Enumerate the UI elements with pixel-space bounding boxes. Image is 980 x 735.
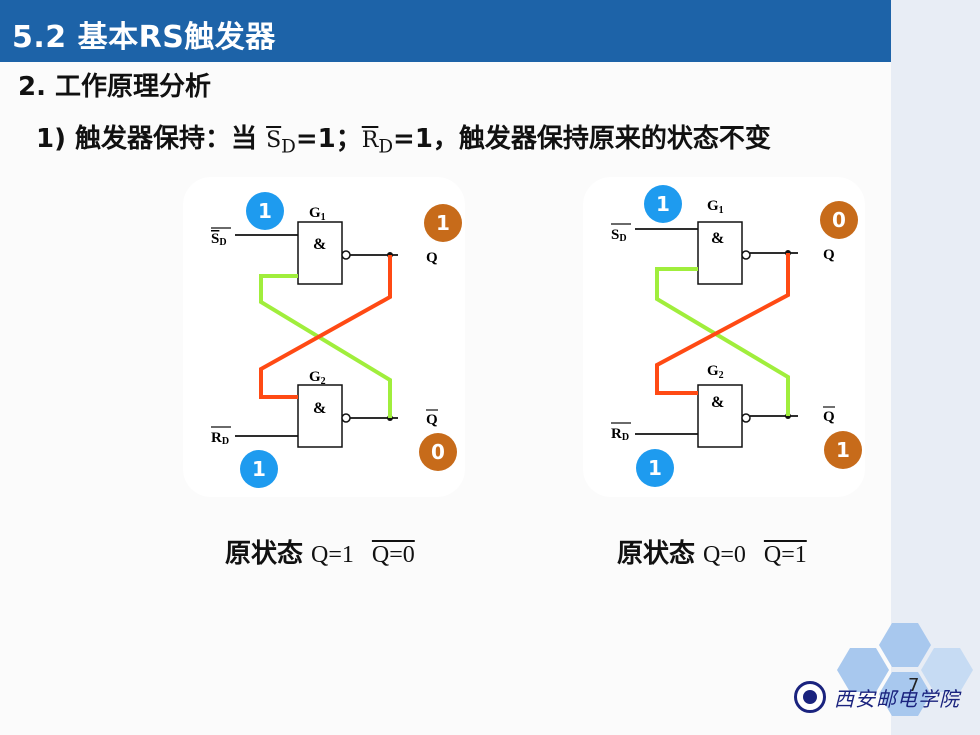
rs-flipflop-diagram-2: & & G1 G2 SD RD Q Q 1 0 1 1 xyxy=(611,185,862,487)
hexagon-shape xyxy=(879,623,931,667)
subheading-prefix: 1) 触发器保持：当 xyxy=(36,124,258,154)
svg-text:0: 0 xyxy=(832,208,846,232)
g1-and-symbol: & xyxy=(313,236,326,253)
qbar-value-badge xyxy=(824,431,862,469)
s-value: =1； xyxy=(295,124,362,154)
feedback-wire-q-to-g2 xyxy=(655,253,790,395)
hexagon-decoration xyxy=(837,623,973,716)
caption-1-q: Q=1 xyxy=(311,542,354,568)
feedback-wire-q-to-g2 xyxy=(259,255,392,399)
svg-text:1: 1 xyxy=(252,457,266,481)
svg-text:1: 1 xyxy=(258,199,272,223)
svg-text:1: 1 xyxy=(648,456,662,480)
s-label: SD xyxy=(266,128,296,158)
q-value-badge xyxy=(820,201,858,239)
title-bar: 5.2 基本RS触发器 xyxy=(0,0,891,62)
g2-label: G2 xyxy=(309,369,326,387)
g2-inverter-bubble xyxy=(341,413,351,423)
gate-g2 xyxy=(297,384,343,448)
g2-and-symbol: & xyxy=(313,400,326,417)
caption-2-q: Q=0 xyxy=(703,542,746,568)
r-value: =1，触发器保持原来的状态不变 xyxy=(393,124,771,154)
header-side-strip xyxy=(891,0,980,62)
s-value-badge xyxy=(644,185,682,223)
svg-text:1: 1 xyxy=(436,211,450,235)
gate-g1 xyxy=(297,221,343,285)
diagram-panel-2: & & G1 G2 SD RD Q Q 1 0 1 1 xyxy=(583,177,865,497)
s-value-badge xyxy=(246,192,284,230)
hexagon-shape xyxy=(921,648,973,692)
rs-flipflop-diagram-1: & & G1 G2 SD RD Q Q 1 1 0 1 xyxy=(211,192,462,488)
g2-and-symbol: & xyxy=(711,394,724,411)
caption-2-qbar: Q=1 xyxy=(763,542,807,568)
qbar-signal-label: Q xyxy=(426,412,438,428)
hexagon-shape xyxy=(879,672,931,716)
slide-title: 5.2 基本RS触发器 xyxy=(12,20,276,55)
svg-text:1: 1 xyxy=(656,192,670,216)
page-number: 7 xyxy=(908,675,920,696)
s-signal-label: SD xyxy=(611,227,627,244)
caption-1-qbar: Q=0 xyxy=(371,542,415,568)
svg-text:0: 0 xyxy=(431,440,445,464)
q-signal-label: Q xyxy=(426,250,438,266)
q-value-badge xyxy=(424,204,462,242)
q-signal-label: Q xyxy=(823,247,835,263)
g1-and-symbol: & xyxy=(711,230,724,247)
hexagon-shape xyxy=(837,648,889,692)
subheading: 1) 触发器保持：当 SD=1；RD=1，触发器保持原来的状态不变 xyxy=(36,118,771,157)
diagram-panel-1: & & G1 G2 SD RD Q Q 1 1 0 1 xyxy=(183,177,465,497)
qbar-signal-label: Q xyxy=(823,409,835,425)
g2-inverter-bubble xyxy=(741,413,751,423)
caption-1-label: 原状态 xyxy=(225,539,304,569)
feedback-wire-qbar-to-g1 xyxy=(259,274,392,418)
g2-label: G2 xyxy=(707,363,724,381)
r-signal-label: RD xyxy=(211,430,229,447)
gate-g1 xyxy=(697,221,743,285)
r-label: RD xyxy=(361,128,394,158)
section-heading: 2. 工作原理分析 xyxy=(18,72,212,102)
caption-2: 原状态 Q=0 Q=1 xyxy=(617,533,807,570)
caption-1: 原状态 Q=1 Q=0 xyxy=(225,533,415,570)
g1-label: G1 xyxy=(309,205,326,223)
university-emblem-icon xyxy=(794,681,826,713)
r-signal-label: RD xyxy=(611,426,629,443)
feedback-wire-qbar-to-g1 xyxy=(655,267,790,416)
qbar-value-badge xyxy=(419,433,457,471)
g1-inverter-bubble xyxy=(741,250,751,260)
gate-g2 xyxy=(697,384,743,448)
r-value-badge xyxy=(636,449,674,487)
g1-inverter-bubble xyxy=(341,250,351,260)
right-side-panel xyxy=(891,62,980,735)
s-signal-label: SD xyxy=(211,231,227,248)
caption-2-label: 原状态 xyxy=(617,539,696,569)
svg-text:1: 1 xyxy=(836,438,850,462)
g1-label: G1 xyxy=(707,198,724,216)
r-value-badge xyxy=(240,450,278,488)
university-logo-text: 西安邮电学院 xyxy=(834,687,960,711)
